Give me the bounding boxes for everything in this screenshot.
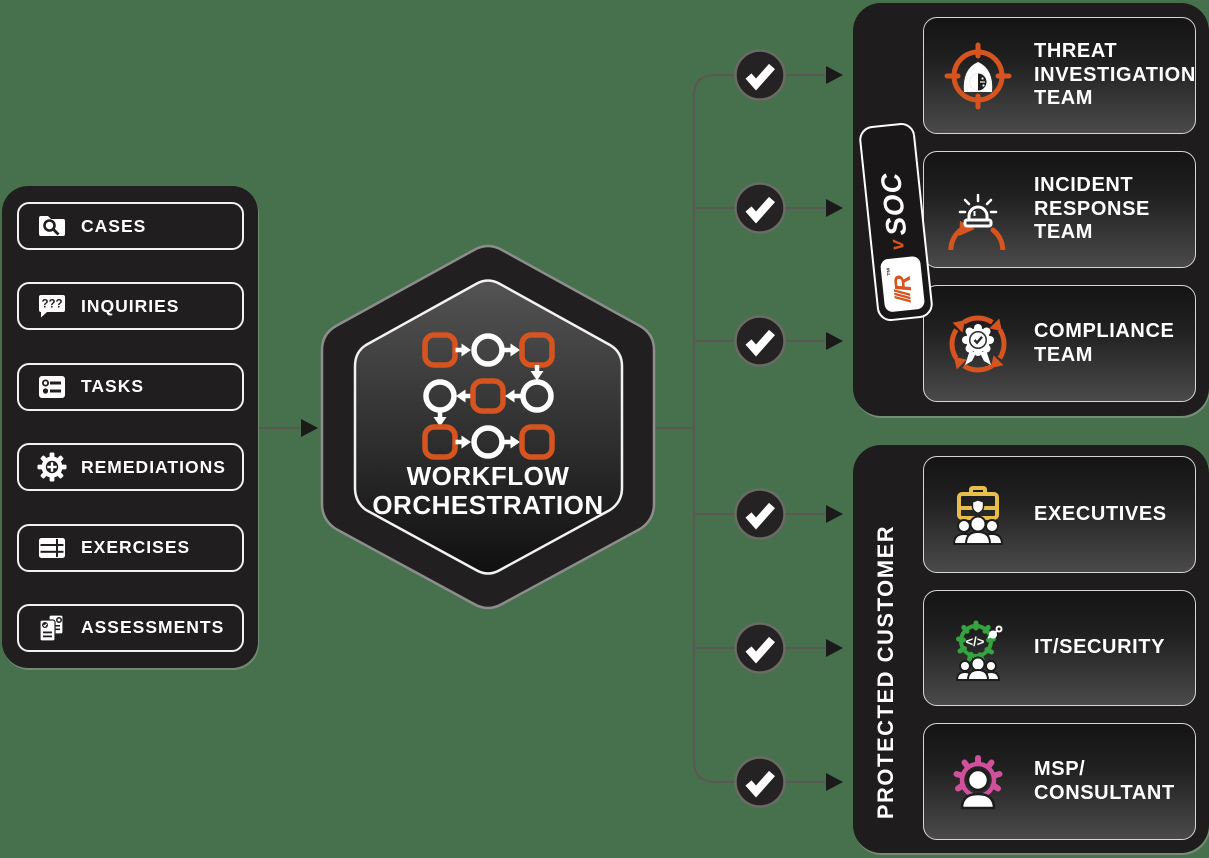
logo-letter: R xyxy=(888,273,916,294)
card-label: COMPLIANCE TEAM xyxy=(1034,319,1175,366)
checkmark-node xyxy=(736,624,785,673)
svg-text:???: ??? xyxy=(41,299,62,311)
cases-icon xyxy=(39,216,65,236)
checkmark-node xyxy=(736,184,785,233)
badge-product-name: SOC xyxy=(874,170,913,238)
card-it-security[interactable]: </> IT/SECURITY xyxy=(923,589,1196,707)
panel-item-cases[interactable]: CASES xyxy=(17,202,244,250)
assessments-icon xyxy=(39,614,64,642)
inquiries-icon: ??? xyxy=(39,295,65,318)
panel-item-label: REMEDIATIONS xyxy=(81,456,226,477)
card-label: EXECUTIVES xyxy=(1034,502,1167,525)
badge-product-prefix: v xyxy=(886,238,909,252)
card-label: INCIDENT RESPONSE TEAM xyxy=(1034,174,1150,244)
checkmark-node xyxy=(736,758,785,807)
card-incident-response[interactable]: INCIDENT RESPONSE TEAM xyxy=(923,151,1196,268)
panel-item-assessments[interactable]: ASSESSMENTS xyxy=(17,603,244,652)
customer-group-label: PROTECTED CUSTOMER xyxy=(873,524,898,820)
panel-item-exercises[interactable]: EXERCISES xyxy=(17,523,244,572)
compliance-icon xyxy=(949,315,1007,372)
checkmark-node xyxy=(736,490,785,539)
vsoc-group: THREAT INVESTIGATION TEAM INC xyxy=(853,3,1209,416)
card-threat-investigation[interactable]: THREAT INVESTIGATION TEAM xyxy=(923,17,1196,134)
card-executives[interactable]: EXECUTIVES xyxy=(923,456,1196,573)
card-label: MSP/ CONSULTANT xyxy=(1034,758,1175,804)
card-msp-consultant[interactable]: MSP/ CONSULTANT xyxy=(923,723,1196,841)
panel-item-label: TASKS xyxy=(81,376,145,397)
card-label: IT/SECURITY xyxy=(1034,636,1166,659)
tasks-icon xyxy=(39,375,65,398)
exercises-icon xyxy=(39,537,65,558)
hexagon-title: WORKFLOW ORCHESTRATION xyxy=(372,461,604,521)
panel-item-label: CASES xyxy=(81,215,147,236)
checkmark-node xyxy=(736,317,785,366)
panel-item-inquiries[interactable]: ??? INQUIRIES xyxy=(17,282,244,331)
card-compliance[interactable]: COMPLIANCE TEAM xyxy=(923,285,1196,402)
workflow-hexagon[interactable] xyxy=(305,228,671,628)
executives-icon xyxy=(952,486,1004,546)
msp-consultant-icon xyxy=(953,754,1003,809)
card-label: THREAT INVESTIGATION TEAM xyxy=(1034,40,1196,110)
input-panel: CASES ??? INQUIRIES TASKS xyxy=(2,186,258,668)
panel-item-label: EXERCISES xyxy=(81,537,191,558)
trademark-symbol: ™ xyxy=(884,266,896,277)
panel-item-tasks[interactable]: TASKS xyxy=(17,362,244,411)
threat-investigation-icon xyxy=(944,42,1012,109)
brand-logo: /// R ™ xyxy=(879,256,926,313)
checkmark-node xyxy=(736,51,785,100)
panel-item-remediations[interactable]: REMEDIATIONS xyxy=(17,443,244,492)
panel-item-label: INQUIRIES xyxy=(81,295,180,316)
customer-group: EXECUTIVES </> xyxy=(853,445,1209,853)
panel-item-label: ASSESSMENTS xyxy=(81,617,225,638)
remediations-icon xyxy=(37,452,67,482)
svg-text:</>: </> xyxy=(966,634,985,649)
it-security-icon: </> xyxy=(955,620,1003,681)
logo-slashes: /// xyxy=(891,291,916,304)
incident-response-icon xyxy=(948,193,1006,250)
